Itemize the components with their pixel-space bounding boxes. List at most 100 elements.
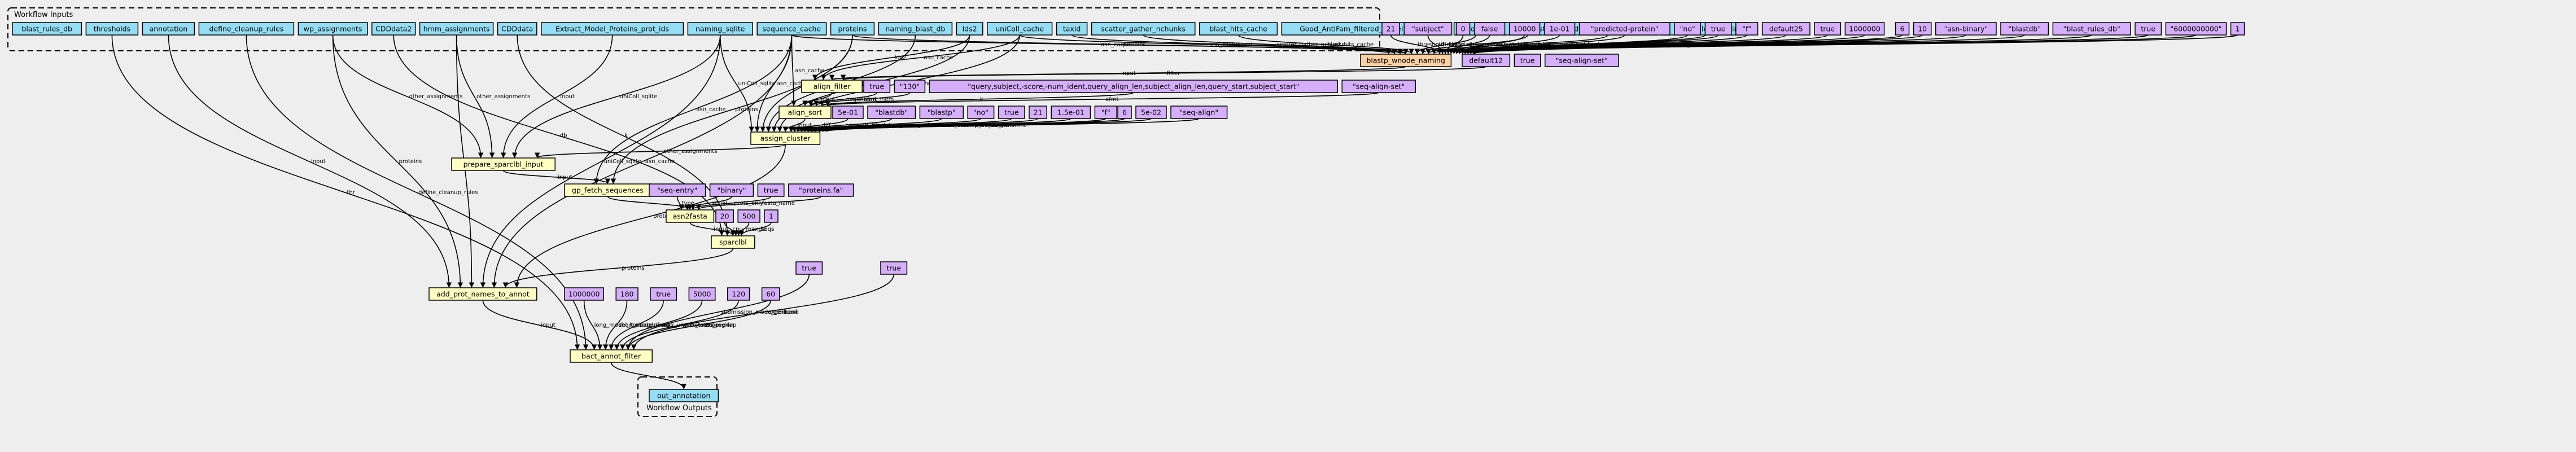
default-value-true-box	[2135, 22, 2162, 36]
default-value-1-box	[764, 209, 779, 223]
edge-label-nogenbank: nogenbank	[911, 122, 942, 129]
default-value-no-box	[967, 106, 995, 119]
default-value-seq-align-set: "seq-align-set"	[1341, 80, 1416, 93]
default-value-blastp: "blastp"	[919, 106, 964, 119]
step-prepare-sparclbl-input[interactable]: prepare_sparclbl_input	[451, 157, 556, 171]
output-node-out-annotation-box	[649, 389, 719, 402]
default-value-true: true	[998, 106, 1025, 119]
default-value-6-box	[1895, 22, 1910, 36]
edge-label-ifmtw: ifmt	[1015, 122, 1026, 129]
default-value-true-label: true	[886, 264, 901, 273]
input-node-naming-blast-db[interactable]: naming_blast_db	[878, 22, 953, 36]
input-node-wp-assignments[interactable]: wp_assignments	[298, 22, 368, 36]
edge-label-blastdb-dir: blastdb_dir	[1520, 42, 1552, 48]
default-value-6: 6	[1895, 22, 1910, 36]
input-node-lds2[interactable]: lds2	[956, 22, 983, 36]
default-value-1-5e-01-box	[1051, 106, 1091, 119]
input-node-taxid-box	[1056, 22, 1088, 36]
default-value-true: true	[1704, 22, 1732, 36]
input-node-extract-model-proteins-prot-ids[interactable]: Extract_Model_Proteins_prot_ids	[541, 22, 684, 36]
input-node-annotation[interactable]: annotation	[142, 22, 195, 36]
input-node-cdddata2[interactable]: CDDdata2	[371, 22, 416, 36]
default-value-180: 180	[615, 287, 638, 301]
step-assign-cluster[interactable]: assign_cluster	[750, 131, 821, 145]
edge-label-serial: serial	[712, 200, 727, 207]
default-value-5e-01-label: 5e-01	[838, 108, 858, 117]
edge-label-param: comp_based_stats	[1651, 42, 1703, 48]
default-value-120: 120	[727, 287, 750, 301]
default-value-no-label: "no"	[1680, 25, 1695, 33]
edge-label-param: seg	[1576, 42, 1586, 48]
edge-label-lds2: lds2	[895, 55, 907, 61]
edge-in_hmm_assignments-to-prepare_input	[456, 34, 495, 158]
edge-label-asn-cache: asn_cache	[795, 68, 824, 74]
default-value-blastp-box	[919, 106, 964, 119]
step-bact-annot-filter[interactable]: bact_annot_filter	[570, 349, 653, 363]
edge-bf5-to-bact_filter	[625, 300, 771, 350]
input-node-blast-hits-cache-box	[1199, 22, 1278, 36]
edge-label-asn-cache: asn_cache	[1209, 42, 1239, 48]
default-value-130-box	[894, 80, 926, 93]
input-node-unicoll-cache[interactable]: uniColl_cache	[987, 22, 1053, 36]
step-asn2fasta[interactable]: asn2fasta	[666, 209, 715, 223]
default-value-asn-binary: "asn-binary"	[1935, 22, 1997, 36]
edge-label-input: input	[798, 122, 812, 129]
step-add-prot-names-to-annot[interactable]: add_prot_names_to_annot	[428, 287, 537, 301]
default-value-20: 20	[715, 209, 734, 223]
input-node-extract-model-proteins-prot-ids-box	[541, 22, 684, 36]
default-value-no: "no"	[1674, 22, 1702, 36]
edge-bf2-to-bact_filter	[608, 300, 664, 350]
default-value-5000: 5000	[688, 287, 716, 301]
edge-label-diff: diff	[822, 122, 832, 129]
edge-label-unicoll-sqlite: uniColl_sqlite	[620, 94, 657, 100]
input-node-blast-rules-db[interactable]: blast_rules_db	[12, 22, 82, 36]
step-align-sort-box	[779, 106, 832, 119]
edge-b2_0-to-align_filter	[841, 66, 1486, 80]
step-gp-fetch-sequences[interactable]: gp_fetch_sequences	[564, 183, 651, 197]
default-value-default12: default12	[1462, 54, 1511, 67]
edge-label-blast-type: blast_type	[872, 122, 902, 129]
default-value-21: 21	[1381, 22, 1400, 36]
input-node-taxid[interactable]: taxid	[1056, 22, 1088, 36]
step-sparclbl[interactable]: sparclbl	[711, 235, 755, 249]
default-value-query-subject-score-num-ident-query-align-len-subject-align-len-query-start-subject-start-box	[929, 80, 1338, 93]
default-value-seq-align-set-box	[1341, 80, 1416, 93]
input-node-thresholds[interactable]: thresholds	[85, 22, 139, 36]
input-node-blast-hits-cache[interactable]: blast_hits_cache	[1199, 22, 1278, 36]
default-value-f-label: "f"	[1742, 25, 1751, 33]
input-node-define-cleanup-rules[interactable]: define_cleanup_rules	[198, 22, 295, 36]
input-node-naming-blast-db-label: naming_blast_db	[885, 25, 945, 33]
step-blastp-wnode-naming[interactable]: blastp_wnode_naming	[1360, 54, 1452, 67]
default-value-asn-binary-box	[1935, 22, 1997, 36]
default-value-true: true	[880, 261, 908, 275]
edge-in_thresholds-to-bact_filter	[111, 34, 580, 350]
edge-label-max-overlap: max_overlap	[683, 322, 719, 328]
step-align-sort[interactable]: align_sort	[779, 106, 832, 119]
default-value-10000: 10000	[1508, 22, 1541, 36]
edge-ar2-to-assign_cluster	[823, 118, 1200, 132]
default-value-blastdb: "blastdb"	[2000, 22, 2049, 36]
default-value-120-label: 120	[732, 290, 745, 299]
default-value-blastp-label: "blastp"	[928, 108, 956, 117]
input-node-thresholds-box	[85, 22, 139, 36]
default-value-21: 21	[1029, 106, 1047, 119]
input-node-sequence-cache[interactable]: sequence_cache	[756, 22, 827, 36]
input-node-proteins[interactable]: proteins	[830, 22, 875, 36]
edge-label-seg: seg	[893, 122, 903, 129]
default-value-false: false	[1473, 22, 1506, 36]
edge-label-param: nw_merge	[1471, 42, 1501, 48]
input-node-naming-sqlite[interactable]: naming_sqlite	[687, 22, 753, 36]
input-node-scatter-gather-nchunks[interactable]: scatter_gather_nchunks	[1091, 22, 1196, 36]
default-value-6000000000: "6000000000"	[2165, 22, 2227, 36]
default-value-1: 1	[2230, 22, 2245, 36]
output-node-out-annotation[interactable]: out_annotation	[649, 389, 719, 402]
step-align-filter[interactable]: align_filter	[801, 80, 863, 93]
input-node-cdddata[interactable]: CDDdata	[497, 22, 537, 36]
default-value-f: "f"	[1094, 106, 1117, 119]
default-value-1: 1	[764, 209, 779, 223]
default-value-no-label: "no"	[973, 108, 989, 117]
input-node-cdddata-box	[497, 22, 537, 36]
default-value-6000000000-box	[2165, 22, 2227, 36]
input-node-hmm-assignments[interactable]: hmm_assignments	[419, 22, 494, 36]
